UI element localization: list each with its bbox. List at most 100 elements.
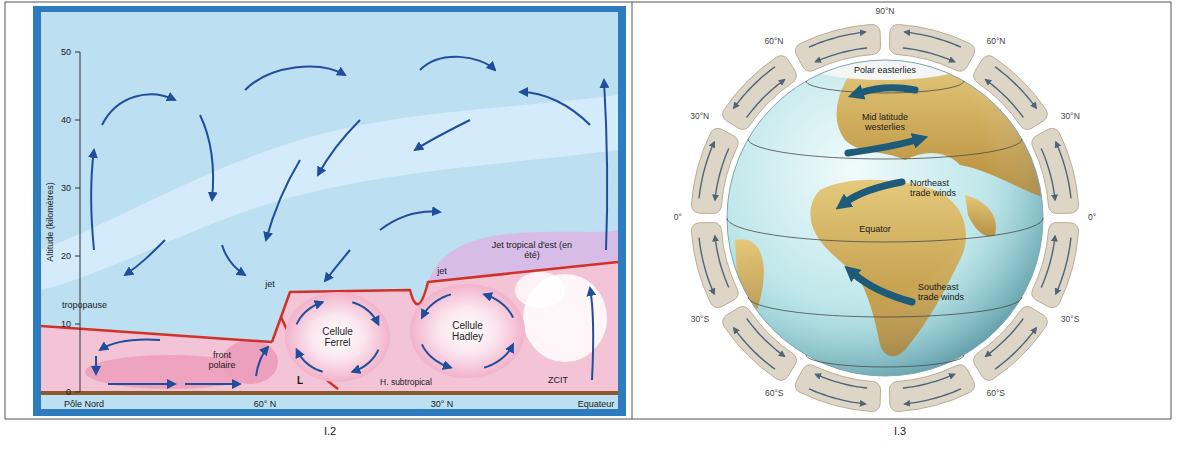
circulation-cell xyxy=(1032,222,1079,307)
jet-label-text: Jet tropical d'est (en été) xyxy=(492,240,572,260)
tropopause-line xyxy=(41,262,618,389)
cell-flow-arrow xyxy=(903,374,955,388)
tick-label-text: 50 xyxy=(61,47,71,57)
latitude-mark-text: 60°S xyxy=(987,388,1006,398)
latitude-label: Pôle Nord xyxy=(64,399,104,409)
tropopause-label-text: tropopause xyxy=(62,300,107,310)
latitude-mark: 60°N xyxy=(987,37,1006,47)
latitude-mark-text: 30°S xyxy=(1061,314,1080,324)
cell-band xyxy=(723,307,797,381)
circulation-cell xyxy=(1032,128,1079,213)
latitude-line xyxy=(806,355,964,367)
wind-label: Southeast trade winds xyxy=(918,282,976,303)
wind-arrow xyxy=(854,274,912,302)
latitude-mark: 30°S xyxy=(1061,315,1080,325)
altitude-axis xyxy=(75,120,80,121)
circulation-cell xyxy=(795,365,880,412)
cell-flow-arrow xyxy=(905,389,962,404)
latitude-label-text: Pôle Nord xyxy=(64,399,104,409)
circulation-arrow xyxy=(420,57,495,70)
cell-band xyxy=(974,307,1048,381)
circulation-arrow xyxy=(520,92,590,125)
cell-label: Cellule Ferrel xyxy=(313,326,363,349)
cell-flow-arrow xyxy=(715,148,729,200)
cell-flow-arrow xyxy=(986,319,1024,357)
cell-name: Cellule Hadley xyxy=(443,320,493,343)
cell-band xyxy=(691,128,738,213)
wind-arrow xyxy=(860,88,915,93)
troposphere xyxy=(41,262,618,391)
convection-cloud xyxy=(515,272,565,308)
latitude-mark: 0° xyxy=(674,213,682,223)
axis-title: Altitude (kilomètres) xyxy=(45,182,55,262)
latitude-mark-text: 60°N xyxy=(765,36,784,46)
globe-outline xyxy=(727,60,1043,376)
globe-ocean xyxy=(727,60,1043,376)
latitude-mark: 60°N xyxy=(765,37,784,47)
cell-band xyxy=(974,56,1048,130)
circulation-arrow xyxy=(91,150,94,250)
circulation-cell xyxy=(723,307,797,381)
tick-label-text: 20 xyxy=(61,251,71,261)
latitude-mark: 60°S xyxy=(987,389,1006,399)
latitude-line xyxy=(727,218,1043,242)
altitude-axis xyxy=(80,52,81,392)
pressure-label-text: L xyxy=(297,375,303,386)
cell-flow-arrow xyxy=(1041,236,1055,288)
pale-band xyxy=(41,95,618,290)
zone-label: ZCIT xyxy=(548,375,568,385)
cell-band xyxy=(691,222,738,307)
wind-label: Northeast trade winds xyxy=(910,178,964,199)
cell-band xyxy=(723,56,797,130)
latitude-line xyxy=(727,81,1043,367)
altitude-axis xyxy=(75,188,80,189)
circulation-arrow xyxy=(325,250,350,281)
cell-flow-arrow xyxy=(422,294,451,317)
tick-label-text: 10 xyxy=(61,319,71,329)
tick-label: 20 xyxy=(61,251,71,261)
wind-arrow xyxy=(846,88,916,302)
cell-outline xyxy=(410,284,525,378)
latitude-mark: 0° xyxy=(1088,213,1096,223)
jet-label: jet xyxy=(437,266,447,276)
cell-band xyxy=(1032,222,1079,307)
figure-frame xyxy=(5,2,1171,419)
latitude-label-text: 30° N xyxy=(431,399,454,409)
cell-flow-arrow xyxy=(986,80,1024,118)
cell-name: Cellule Ferrel xyxy=(313,326,363,349)
latitude-mark: 90°N xyxy=(876,7,895,17)
hadley-cell: Cellule Hadley xyxy=(410,284,525,378)
circulation-cell xyxy=(974,56,1048,130)
circulation-cell xyxy=(889,24,974,71)
wind-label-text: Southeast trade winds xyxy=(918,282,964,302)
equator-label-text: Equator xyxy=(859,224,891,234)
cell-flow-arrow xyxy=(809,32,866,47)
cell-flow-arrow xyxy=(809,389,866,404)
circulation-arrow xyxy=(604,80,607,250)
cell-band xyxy=(889,24,974,71)
tick-label-text: 40 xyxy=(61,115,71,125)
circulation-arrow xyxy=(200,115,213,200)
wind-label-text: Mid latitude westerlies xyxy=(862,112,908,132)
panel-divider xyxy=(632,2,633,419)
front-label-text: front polaire xyxy=(208,350,235,370)
jet-label-text: jet xyxy=(437,266,447,276)
latitude-mark: 30°S xyxy=(691,315,710,325)
tick-label-text: 0 xyxy=(66,387,71,397)
altitude-axis xyxy=(75,52,80,53)
latitude-mark-text: 60°N xyxy=(987,36,1006,46)
cell-band xyxy=(795,24,880,71)
cell-flow-arrow xyxy=(297,302,323,324)
wind-arrow xyxy=(846,182,902,202)
atmosphere-layers xyxy=(41,95,618,391)
wind-label: Polar easterlies xyxy=(854,65,916,75)
latitude-mark-text: 30°N xyxy=(690,111,709,121)
cell-flow-arrow xyxy=(352,350,378,372)
latitude-line xyxy=(748,139,1022,159)
latitude-line xyxy=(806,81,964,93)
latitude-mark-text: 60°S xyxy=(765,388,784,398)
circulation-arrow xyxy=(125,240,165,275)
circulation-arrow xyxy=(590,288,593,380)
